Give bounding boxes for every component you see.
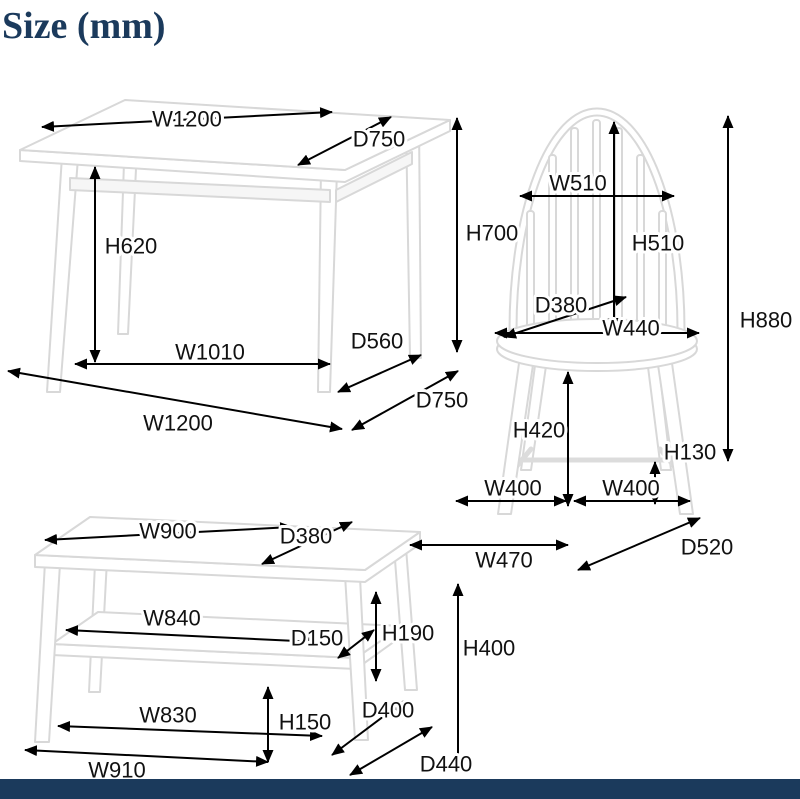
chair-seat-width-label: W440 <box>602 316 659 341</box>
table-leg-front-left <box>46 155 79 393</box>
dim-bench-top-depth: D380 <box>261 521 353 565</box>
dim-bench-shelf-height: H190 <box>370 591 437 682</box>
chair-illustration <box>496 107 698 515</box>
dim-line <box>337 629 375 659</box>
dim-table-floor-width: W1200 <box>7 367 343 439</box>
page-title: Size (mm) <box>2 5 166 47</box>
dim-bench-leg-span-width: W830 <box>57 700 323 742</box>
dim-table-leg-span-width: W1010 <box>74 337 331 370</box>
dim-line <box>261 521 353 565</box>
chair-stretcher-height-label: H130 <box>664 440 717 465</box>
bench-overall-height-label: H400 <box>463 636 516 661</box>
bench-top-width-label: W900 <box>139 519 196 544</box>
dim-bench-floor-depth: D440 <box>349 726 475 780</box>
dim-bench-shelf-depth: D150 <box>288 623 375 659</box>
chair-spindle <box>614 127 623 342</box>
table-top-width-label: W1200 <box>152 107 222 132</box>
table-dimensions: W1200 D750 H620 H700 W1010 D560 W1200 D <box>7 104 521 439</box>
chair-back-hoop-inner <box>510 109 684 331</box>
dim-line <box>44 522 293 545</box>
dim-chair-stretcher-height: H130 <box>649 437 719 505</box>
dim-table-floor-depth: D750 <box>351 370 471 431</box>
chair-seat-depth-label: D380 <box>535 293 588 318</box>
bench-leg-span-depth-label: D400 <box>362 698 415 723</box>
dim-line <box>337 354 422 393</box>
chair-back-leg-span-label: W400 <box>602 476 659 501</box>
bench-top-depth-label: D380 <box>280 524 333 549</box>
dim-line <box>65 625 319 647</box>
bench-shelf-width-label: W840 <box>143 606 200 631</box>
dim-chair-overall-depth: D520 <box>577 517 736 571</box>
dim-line <box>57 720 323 742</box>
table-leg-height-label: H620 <box>105 234 158 259</box>
chair-seat <box>496 318 698 364</box>
table-overall-height-label: H700 <box>466 221 519 246</box>
dim-chair-back-leg-span: W400 <box>573 473 691 507</box>
table-leg-span-depth-label: D560 <box>351 329 404 354</box>
dim-chair-back-width: W510 <box>519 168 675 202</box>
bench-shelf-clearance-label: H150 <box>279 710 332 735</box>
chair-back-height-label: H510 <box>632 231 685 256</box>
dim-chair-back-height: H510 <box>608 121 687 331</box>
dim-table-top-depth: D750 <box>297 116 408 166</box>
dim-chair-front-leg-span: W400 <box>455 473 567 507</box>
dim-bench-overall-height: H400 <box>452 583 518 773</box>
bench-floor-depth-label: D440 <box>420 752 473 777</box>
footer-bar <box>0 779 800 799</box>
chair-overall-height-label: H880 <box>740 308 793 333</box>
chair-back-width-label: W510 <box>549 171 606 196</box>
dim-bench-floor-width: W910 <box>24 745 269 786</box>
bench-shelf-height-label: H190 <box>382 621 435 646</box>
chair-front-leg-span-label: W400 <box>484 476 541 501</box>
dim-chair-seat-width: W440 <box>494 313 700 344</box>
dim-line <box>351 370 459 431</box>
dim-bench-shelf-width: W840 <box>65 603 319 647</box>
dim-line <box>24 745 269 767</box>
chair-overall-depth-label: D520 <box>681 535 734 560</box>
bench-leg-span-width-label: W830 <box>139 703 196 728</box>
dim-bench-shelf-clearance: H150 <box>262 686 334 763</box>
table-leg-span-width-label: W1010 <box>175 340 245 365</box>
chair-seat-height-label: H420 <box>513 418 566 443</box>
dim-line <box>41 107 333 132</box>
dim-line <box>297 116 392 166</box>
table-floor-width-label: W1200 <box>143 411 213 436</box>
dim-chair-overall-height: H880 <box>722 115 795 462</box>
chair-overall-width-label: W470 <box>475 548 532 573</box>
table-top-depth-label: D750 <box>353 127 406 152</box>
dim-bench-leg-span-depth: D400 <box>331 695 417 756</box>
bench-dimensions: W900 D380 W840 D150 H190 H400 W830 H150 <box>24 516 518 786</box>
bench-shelf-depth-label: D150 <box>291 626 344 651</box>
chair-dimensions: W510 H510 D380 W440 H880 H420 H130 W400 <box>409 115 795 576</box>
dim-chair-overall-width: W470 <box>409 539 569 576</box>
dim-line <box>577 517 701 571</box>
dim-bench-top-width: W900 <box>44 516 293 547</box>
dim-line <box>349 726 433 776</box>
dim-table-leg-span-depth: D560 <box>337 326 422 393</box>
dim-line <box>7 367 343 433</box>
dim-chair-seat-height: H420 <box>510 371 574 507</box>
table-floor-depth-label: D750 <box>416 388 469 413</box>
dim-table-leg-height: H620 <box>89 166 160 363</box>
table-apron-front <box>69 177 331 203</box>
chair-spindle <box>526 210 535 342</box>
dim-table-overall-height: H700 <box>451 117 521 353</box>
dim-table-top-width: W1200 <box>41 104 333 135</box>
dim-chair-seat-depth: D380 <box>503 290 627 339</box>
